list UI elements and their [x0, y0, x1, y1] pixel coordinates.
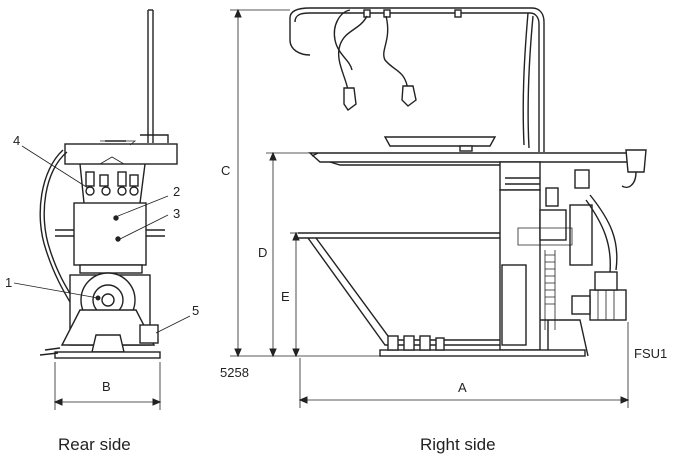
dimension-label-b: B	[102, 379, 111, 394]
dimension-e	[290, 231, 300, 358]
callout-4: 4	[13, 133, 21, 148]
drawing-code-right: FSU1	[634, 346, 668, 361]
callout-2: 2	[173, 184, 181, 199]
caption-rear-side: Rear side	[58, 435, 131, 454]
side-view-drawing	[289, 7, 647, 357]
callout-1: 1	[5, 275, 13, 290]
callout-leaders	[13, 145, 191, 334]
dimension-c	[230, 8, 380, 358]
dimension-b	[53, 362, 162, 410]
drawing-code-left: 5258	[220, 365, 249, 380]
dimension-label-d: D	[258, 245, 268, 260]
callout-3: 3	[173, 206, 181, 221]
callout-5: 5	[192, 303, 200, 318]
dimension-label-e: E	[281, 289, 290, 304]
caption-right-side: Right side	[420, 435, 496, 454]
dimension-d	[266, 151, 312, 358]
dimension-label-c: C	[221, 163, 231, 178]
dimension-a	[298, 322, 630, 408]
dimension-label-a: A	[458, 380, 467, 395]
rear-view-drawing	[39, 9, 178, 359]
